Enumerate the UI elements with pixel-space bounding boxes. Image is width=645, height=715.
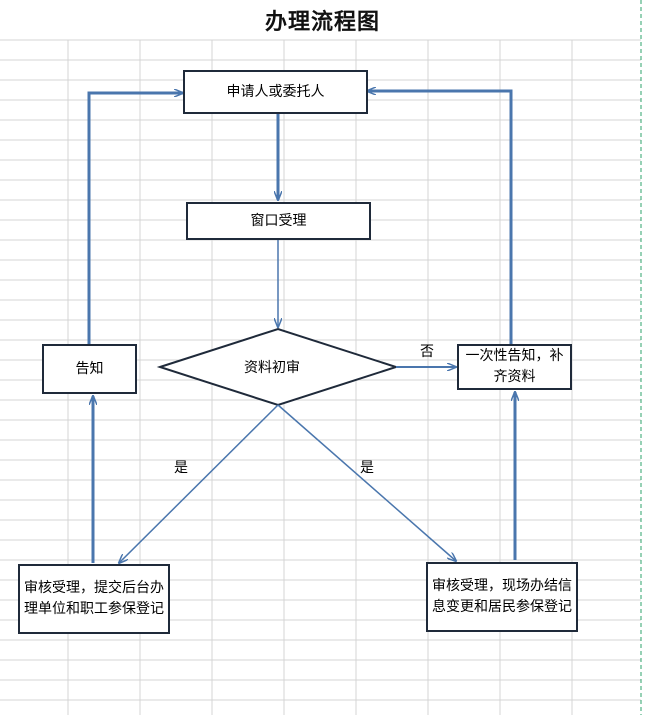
arrow-review-to-left-result [119, 404, 279, 563]
applicant-box: 申请人或委托人 [183, 70, 368, 114]
edge-label-yes-right: 是 [360, 460, 374, 476]
supplement-box: 一次性告知，补齐资料 [457, 344, 572, 390]
notify-box: 告知 [42, 344, 137, 394]
review-diamond-label: 资料初审 [244, 360, 300, 376]
arrow-supplement-to-applicant [367, 91, 513, 344]
arrow-notify-to-applicant [87, 93, 183, 344]
edge-label-no: 否 [420, 344, 434, 360]
right-result-box: 审核受理，现场办结信息变更和居民参保登记 [426, 562, 578, 632]
edge-label-yes-left: 是 [174, 460, 188, 476]
window-acceptance-box: 窗口受理 [186, 202, 371, 240]
page-title: 办理流程图 [264, 9, 380, 35]
left-result-box: 审核受理，提交后台办理单位和职工参保登记 [18, 564, 170, 634]
arrow-review-to-right-result [277, 404, 456, 561]
